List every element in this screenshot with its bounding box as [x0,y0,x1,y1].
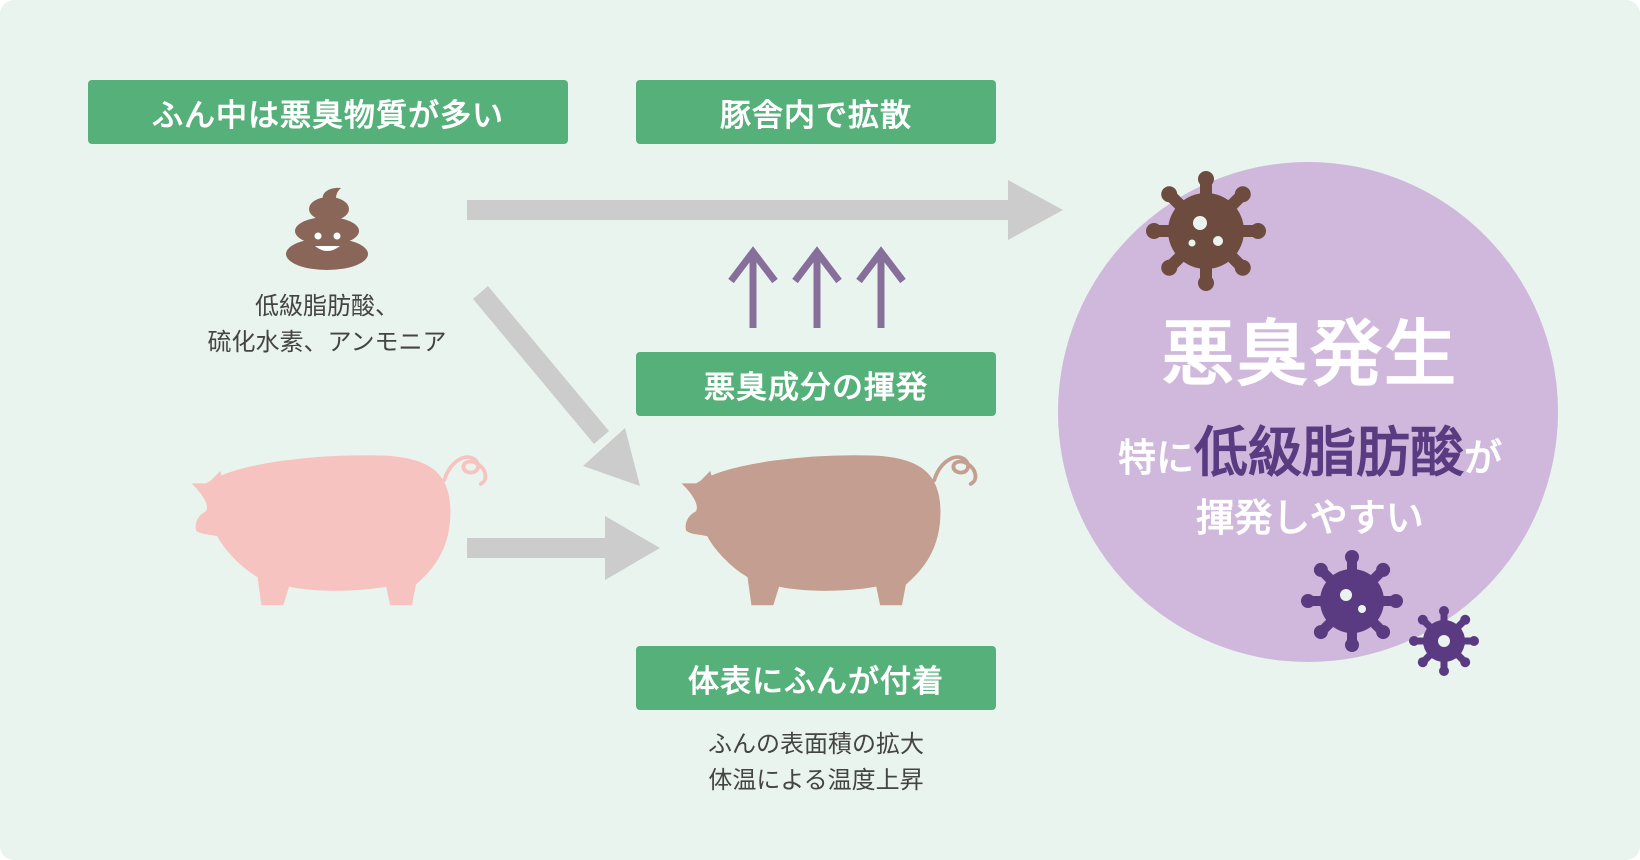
poop-icon [286,187,368,270]
result-line-1: 特に低級脂肪酸が [1060,418,1560,493]
dirty-pig-icon [680,453,978,607]
note-reasons: ふんの表面積の拡大 体温による温度上昇 [656,726,976,798]
up-arrow-icon [728,246,778,328]
result-line-1-suffix: が [1464,436,1503,480]
label-adhesion: 体表にふんが付着 [636,646,996,710]
note-reasons-line-1: ふんの表面積の拡大 [708,730,924,758]
result-line-1-prefix: 特に [1117,436,1194,480]
label-volatilization: 悪臭成分の揮発 [636,352,996,416]
right-arrow-icon [467,180,1063,240]
clean-pig-icon [190,453,488,607]
note-substances-line-1: 低級脂肪酸、 [255,292,399,320]
note-substances-line-2: 硫化水素、アンモニア [207,328,447,356]
result-line-1-emphasis: 低級脂肪酸 [1194,421,1464,484]
right-arrow-icon [467,516,660,580]
result-line-2: 揮発しやすい [1196,496,1424,540]
up-arrow-icon [856,246,906,328]
label-feces-odor: ふん中は悪臭物質が多い [88,80,568,144]
up-arrow-icon [792,246,842,328]
note-substances: 低級脂肪酸、 硫化水素、アンモニア [167,288,487,360]
note-reasons-line-2: 体温による温度上昇 [708,766,924,794]
germ-icon [1301,550,1403,652]
result-title: 悪臭発生 [1161,312,1458,396]
result-circle [1058,162,1558,662]
diagonal-arrow-icon [473,286,640,486]
germ-icon [1409,606,1479,676]
germ-icon [1146,171,1266,291]
label-diffusion: 豚舎内で拡散 [636,80,996,144]
